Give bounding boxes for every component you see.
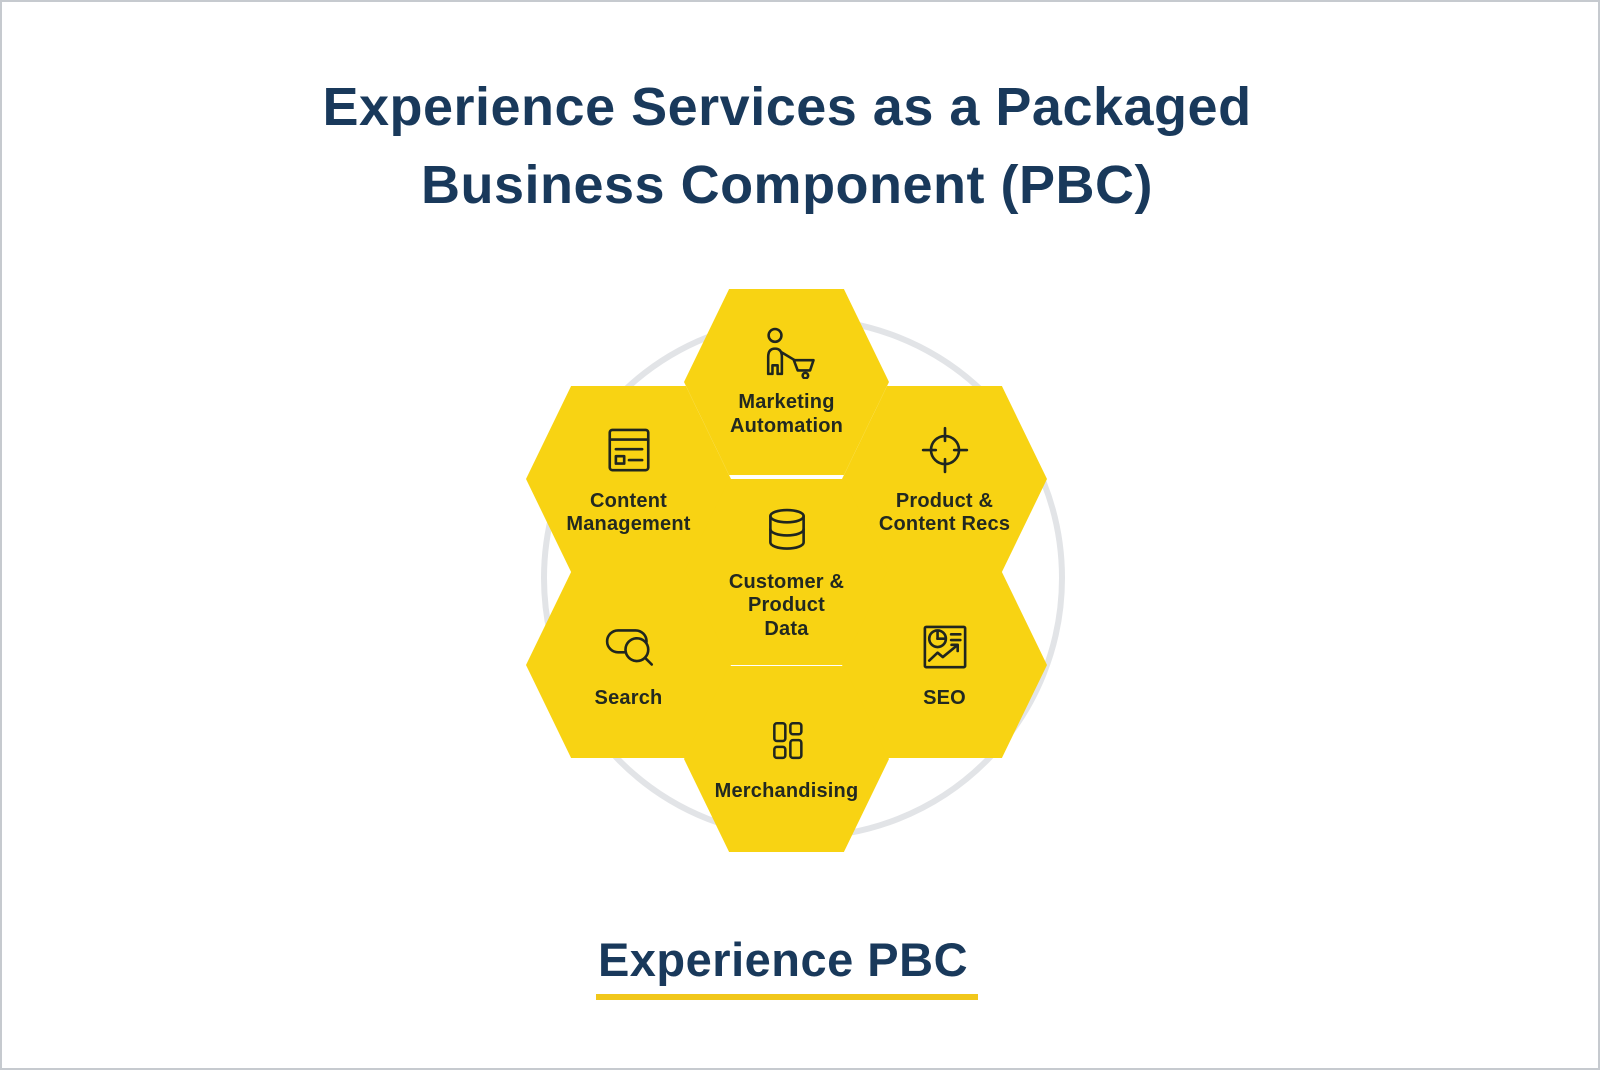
hexagon-label: SEO	[923, 687, 966, 710]
hexagon-search: Search	[526, 572, 731, 758]
hexagon-seo: SEO	[842, 572, 1047, 758]
hexagon-label: Content Management	[566, 489, 691, 536]
hexagon-customer-product-data: Customer & Product Data	[684, 479, 889, 665]
database-icon	[759, 503, 815, 559]
hexagon-label: Marketing Automation	[729, 391, 844, 437]
browser-content-icon	[601, 422, 657, 478]
person-cart-icon	[756, 326, 818, 379]
experience-pbc-label: Experience PBC	[595, 932, 979, 1000]
hexagon-product-content-recs: Product & Content Recs	[842, 386, 1047, 572]
footer: Experience PBC	[2, 932, 1572, 1000]
hexagon-label: Search	[594, 687, 663, 710]
hexagon-marketing-automation: Marketing Automation	[684, 289, 889, 475]
page-title: Experience Services as a Packaged Busine…	[322, 77, 1252, 215]
hexagon-content-management: Content Management	[526, 386, 731, 572]
hexagon-label: Product & Content Recs	[878, 489, 1011, 536]
hexagon-label: Merchandising	[714, 780, 859, 803]
hexagon-label: Customer & Product Data	[728, 570, 845, 640]
search-magnifier-icon	[601, 619, 657, 675]
target-icon	[917, 422, 973, 478]
hexagon-merchandising: Merchandising	[684, 666, 889, 852]
layout-grid-icon	[760, 714, 814, 768]
analytics-report-icon	[917, 619, 973, 675]
